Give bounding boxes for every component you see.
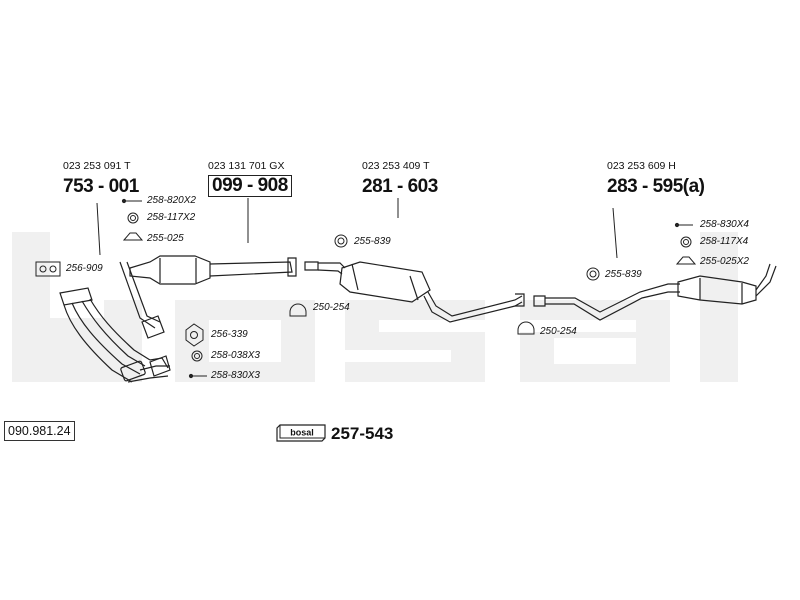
- fitting-label-6: 258-038X3: [211, 350, 260, 361]
- fitting-label-2: 258-117X2: [147, 212, 196, 223]
- fitting-icons: [35, 198, 697, 379]
- kit-number: 257-543: [331, 424, 394, 443]
- part-number-3: 281 - 603: [362, 176, 438, 197]
- oem-number-4: 023 253 609 H: [607, 160, 676, 172]
- oem-number-3: 023 253 409 T: [362, 160, 430, 172]
- part-number-2: 099 - 908: [208, 175, 292, 197]
- fitting-label-1: 258-820X2: [147, 195, 196, 206]
- fitting-label-12: 258-830X4: [700, 219, 749, 230]
- bosal-logo-icon: bosal: [276, 424, 326, 442]
- fitting-label-11: 250-254: [540, 326, 577, 337]
- bosal-logo-text: bosal: [290, 428, 314, 438]
- catalyst-099-908: [129, 255, 297, 285]
- fitting-label-9: 250-254: [313, 302, 350, 313]
- fitting-label-13: 258-117X4: [700, 236, 749, 247]
- middle-silencer-281-603: [304, 261, 525, 323]
- oem-number-2: 023 131 701 GX: [208, 160, 285, 172]
- fitting-label-5: 256-339: [211, 329, 248, 340]
- fitting-label-3: 255-025: [147, 233, 184, 244]
- oem-number-1: 023 253 091 T: [63, 160, 131, 172]
- fitting-label-14: 255-025X2: [700, 256, 749, 267]
- reference-code: 090.981.24: [4, 421, 75, 441]
- fitting-label-4: 256-909: [66, 263, 103, 274]
- fitting-label-7: 258-830X3: [211, 370, 260, 381]
- leader-lines: [96, 198, 618, 259]
- fitting-label-10: 255-839: [605, 269, 642, 280]
- part-number-4: 283 - 595(a): [607, 176, 705, 197]
- front-pipe-753-001: [59, 261, 171, 383]
- fitting-label-8: 255-839: [354, 236, 391, 247]
- rear-silencer-283-595: [533, 263, 777, 321]
- part-number-1: 753 - 001: [63, 176, 139, 197]
